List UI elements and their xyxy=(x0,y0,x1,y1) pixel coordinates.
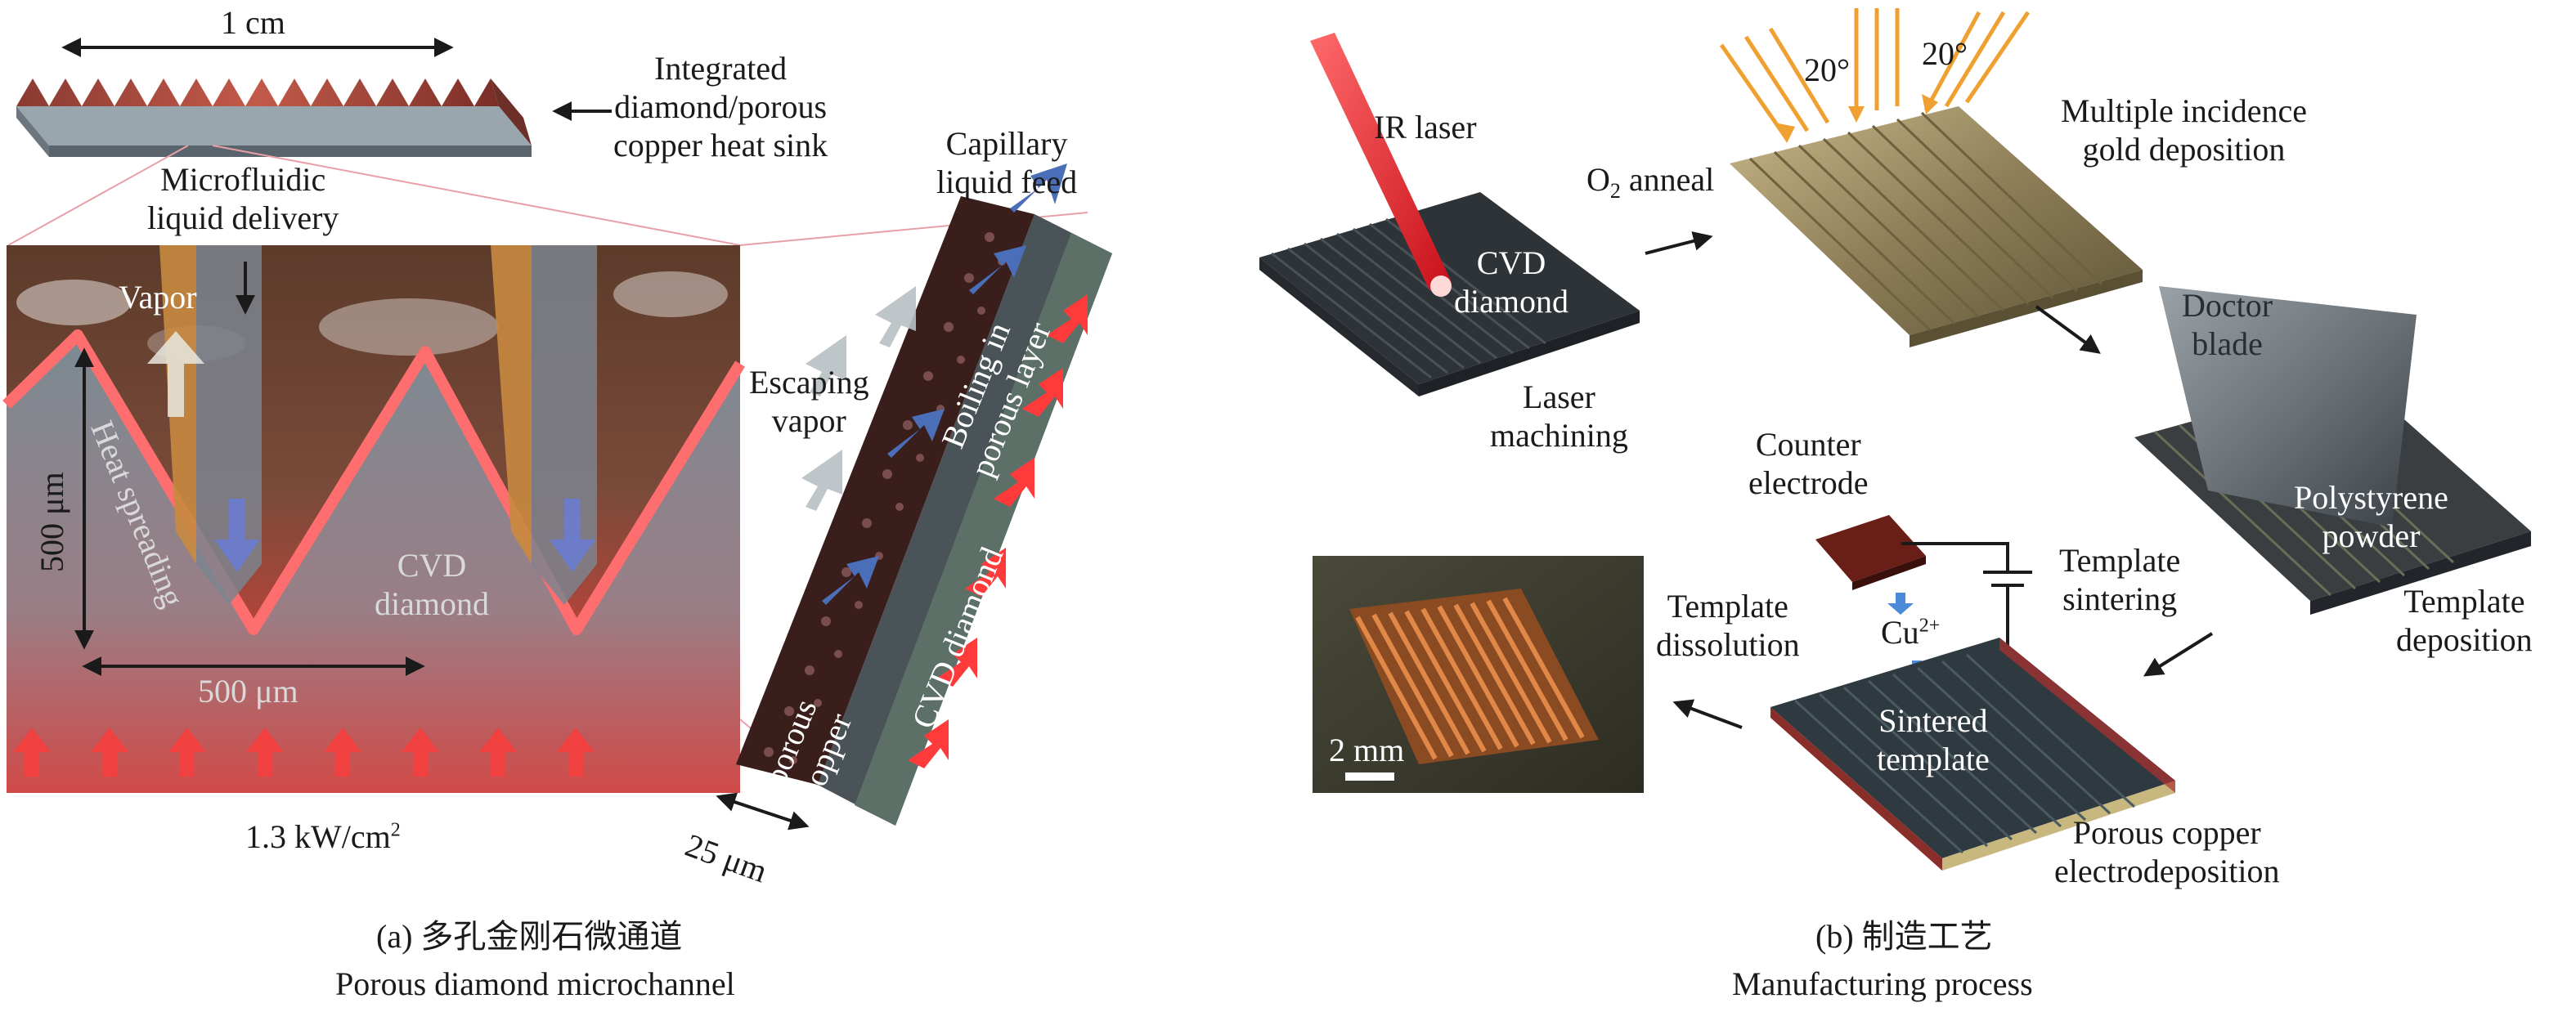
cu-base: Cu xyxy=(1881,614,1919,651)
template-dep-line-1: Template xyxy=(2403,583,2525,620)
dissolution-line-1: Template xyxy=(1667,588,1788,625)
counter-electrode-line-2: electrode xyxy=(1748,464,1869,502)
depth-label: 500 μm xyxy=(34,472,70,572)
template-dissolution-label: Template dissolution xyxy=(1656,587,1800,664)
gold-deposition-label: Multiple incidence gold deposition xyxy=(2061,92,2307,168)
polystyrene-line-1: Polystyrene xyxy=(2294,479,2448,516)
caption-a-cn: (a) 多孔金刚石微通道 xyxy=(376,918,683,955)
electrodep-line-1: Porous copper xyxy=(2072,814,2261,851)
laser-machining-label: Laser machining xyxy=(1490,378,1628,455)
counter-electrode-label: Counter electrode xyxy=(1748,425,1869,502)
polystyrene-line-2: powder xyxy=(2322,517,2421,555)
heat-sink-slab xyxy=(16,78,532,157)
cvd-diamond-label-b: CVD diamond xyxy=(1454,244,1568,320)
microfluidic-line-1: Microfluidic xyxy=(160,161,326,198)
heat-sink-label: Integrated diamond/porous copper heat si… xyxy=(613,49,828,165)
o2-pre: O xyxy=(1586,161,1610,198)
capillary-line-1: Capillary xyxy=(945,125,1068,162)
sintered-template-label: Sintered template xyxy=(1877,701,1990,778)
gold-line-1: Multiple incidence xyxy=(2061,92,2308,129)
microchannel-cross-section xyxy=(2,245,745,793)
laser-machining-line-2: machining xyxy=(1490,417,1628,455)
doctor-blade-plate xyxy=(2134,286,2531,615)
heat-sink-line-3: copper heat sink xyxy=(613,127,828,164)
scale-label: 1 cm xyxy=(221,4,285,41)
microfluidic-line-2: liquid delivery xyxy=(147,199,339,237)
electrodep-line-2: electrodeposition xyxy=(2054,853,2280,890)
sintered-line-1: Sintered xyxy=(1878,702,1988,739)
cvd-diamond-a-line-1: CVD xyxy=(397,547,467,584)
heat-flux-sup: 2 xyxy=(390,819,401,841)
sintered-line-2: template xyxy=(1877,741,1990,778)
o2-sub: 2 xyxy=(1609,179,1621,203)
porous-layer-strip xyxy=(716,163,1112,831)
template-dep-line-2: deposition xyxy=(2396,621,2533,659)
doctor-blade-line-1: Doctor xyxy=(2182,287,2273,324)
o2-post: anneal xyxy=(1620,161,1715,198)
microfluidic-label: Microfluidic liquid delivery xyxy=(147,160,339,237)
heat-flux-label: 1.3 kW/cm2 xyxy=(245,817,401,856)
heat-sink-line-2: diamond/porous xyxy=(614,88,828,126)
ir-laser-label: IR laser xyxy=(1374,109,1477,146)
sintered-template-plate xyxy=(1770,638,2175,871)
template-deposition-label: Template deposition xyxy=(2396,582,2533,659)
cu-ion-label: Cu2+ xyxy=(1881,613,1940,652)
scale-bar-label: 2 mm xyxy=(1329,732,1405,768)
cvd-diamond-plate xyxy=(1259,192,1640,396)
capillary-label: Capillary liquid feed xyxy=(936,124,1077,201)
template-sint-line-2: sintering xyxy=(2062,580,2178,618)
cvd-diamond-a-line-2: diamond xyxy=(375,585,489,623)
cvd-diamond-label-a: CVD diamond xyxy=(375,546,489,623)
caption-b-en: Manufacturing process xyxy=(1732,965,2033,1002)
caption-a-en: Porous diamond microchannel xyxy=(335,965,735,1002)
dissolution-line-2: dissolution xyxy=(1656,626,1800,664)
cu-sup: 2+ xyxy=(1919,615,1941,637)
cvd-diamond-b-line-2: diamond xyxy=(1454,283,1568,320)
escaping-vapor-label: Escaping vapor xyxy=(749,363,869,440)
angle-left-label: 20° xyxy=(1804,51,1850,88)
template-sint-line-1: Template xyxy=(2059,542,2181,579)
width-label: 500 μm xyxy=(198,673,298,710)
capillary-line-2: liquid feed xyxy=(936,163,1078,201)
cvd-diamond-b-line-1: CVD xyxy=(1476,244,1546,281)
escaping-line-2: vapor xyxy=(771,402,846,440)
template-sintering-label: Template sintering xyxy=(2059,541,2180,618)
escaping-line-1: Escaping xyxy=(749,364,869,401)
electrodeposition-label: Porous copper electrodeposition xyxy=(2054,813,2279,890)
copper-sample-photo xyxy=(1313,556,1644,793)
gold-line-2: gold deposition xyxy=(2082,131,2286,168)
polystyrene-label: Polystyrene powder xyxy=(2294,478,2448,555)
doctor-blade-label: Doctor blade xyxy=(2182,286,2273,363)
counter-electrode-line-1: Counter xyxy=(1755,426,1861,463)
heat-flux-value: 1.3 kW/cm xyxy=(245,818,391,855)
angle-right-label: 20° xyxy=(1922,35,1968,72)
vapor-label: Vapor xyxy=(119,279,197,316)
gold-deposition-plate xyxy=(1730,106,2143,347)
heat-sink-line-1: Integrated xyxy=(654,50,788,87)
o2-anneal-label: O2 anneal xyxy=(1586,160,1714,204)
caption-b-cn: (b) 制造工艺 xyxy=(1815,918,1993,955)
laser-machining-line-1: Laser xyxy=(1523,378,1595,415)
doctor-blade-line-2: blade xyxy=(2192,325,2263,363)
